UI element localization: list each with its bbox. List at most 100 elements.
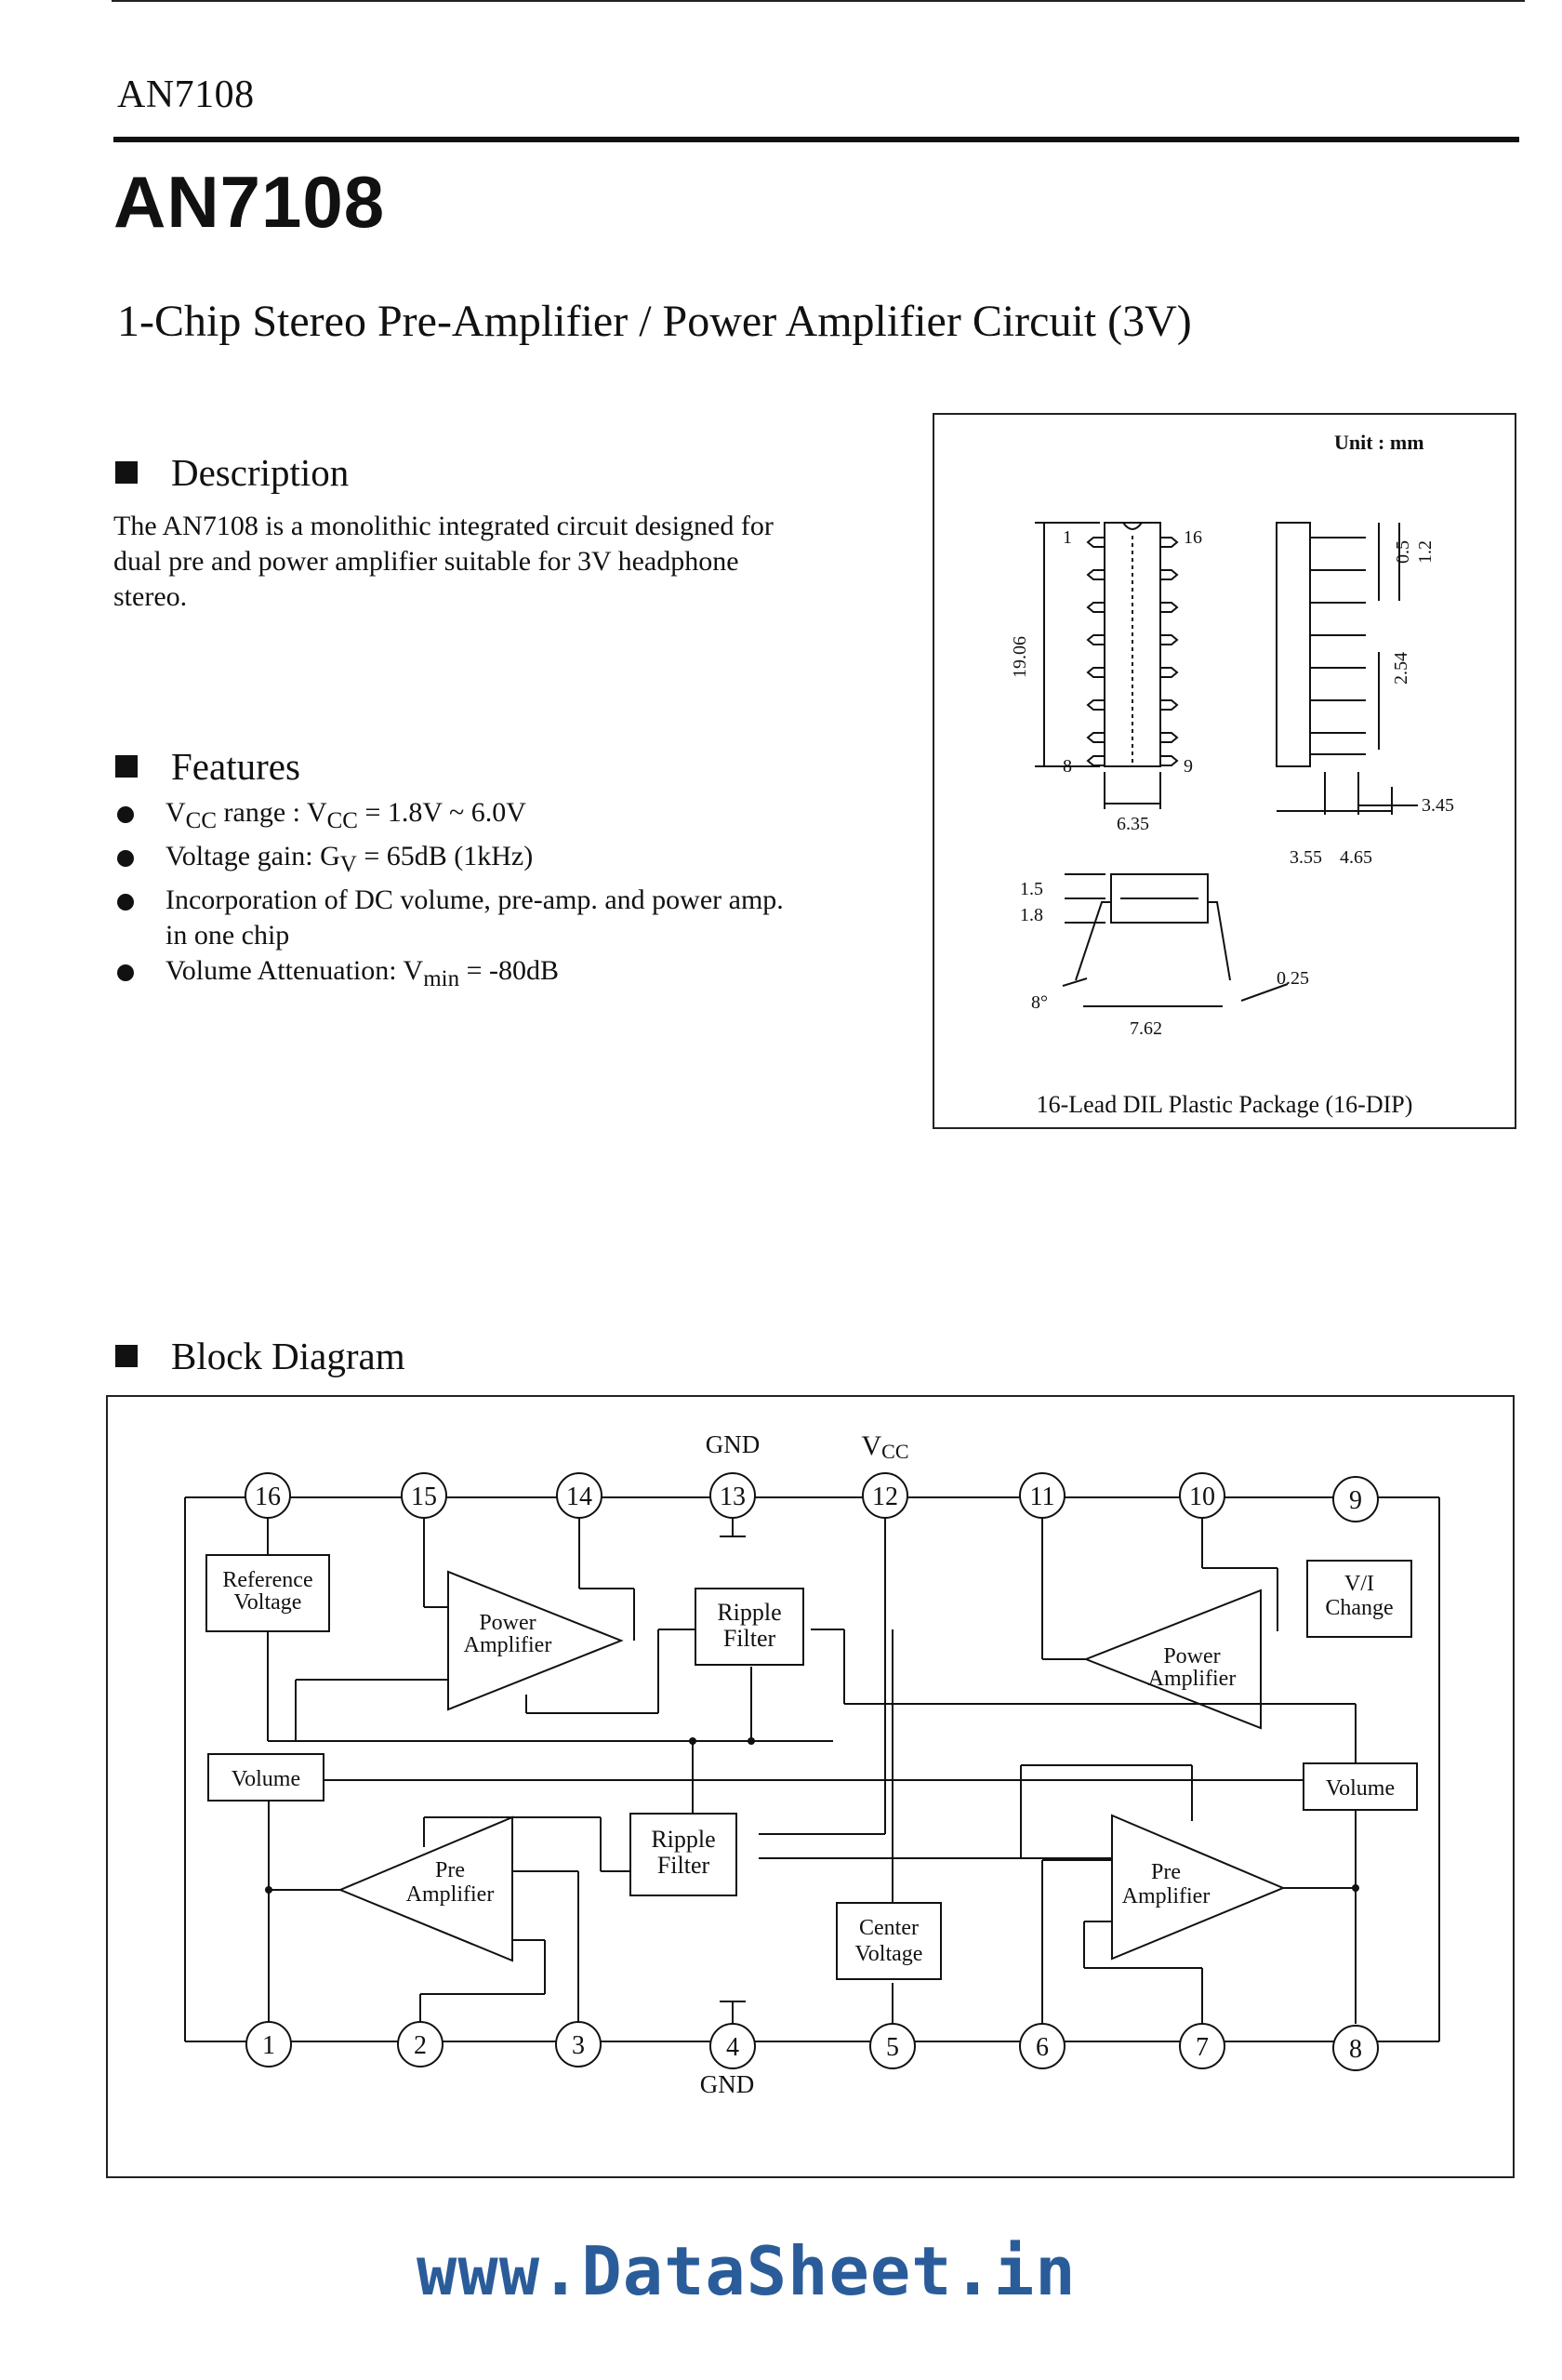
dip-front-view-body [1110,873,1209,924]
pin-circle [555,2021,602,2068]
block-label: Power [479,1611,536,1635]
dim-length: 19.06 [1010,636,1030,678]
feature-item-continued: in one chip [165,920,290,951]
running-header: AN7108 [117,73,255,116]
pin-circle [1332,1476,1379,1522]
dim-1-2: 1.2 [1415,540,1436,564]
pin-circle [709,1472,756,1519]
pin-circle [1332,2025,1379,2071]
feature-item: Voltage gain: GV = 65dB (1kHz) [113,839,876,883]
pin-label-16: 16 [1184,527,1202,548]
package-drawing: Unit : mm 1 16 8 9 19.06 6.35 0.5 1.2 2.… [1010,431,1454,1118]
pin-circle [1019,2023,1066,2069]
features-list: VCC range : VCC = 1.8V ~ 6.0V Voltage ga… [113,795,876,997]
block-label: Amplifier [464,1633,552,1657]
pin-circle [1019,1472,1066,1519]
pin-circle [869,2023,916,2069]
bullet-square-icon [115,755,138,778]
pin-number: 3 [572,2031,585,2060]
vcc-label: VCC [861,1430,908,1463]
gnd-label-bottom: GND [700,2070,755,2098]
package-unit: Unit : mm [1334,431,1424,454]
pin-number: 16 [255,1483,281,1511]
pin-circle [709,2023,756,2069]
pin-circle [397,2021,443,2068]
pin-number: 8 [1349,2035,1362,2064]
dim-2-54: 2.54 [1391,652,1411,685]
dim-angle: 8° [1031,992,1048,1013]
block-label: Voltage [855,1942,923,1966]
bullet-square-icon [115,461,138,484]
block-label: Power [1163,1644,1220,1669]
dim-4-65: 4.65 [1340,847,1372,868]
center-voltage-block [836,1902,942,1980]
pin-number: 7 [1196,2033,1209,2062]
description-line: dual pre and power amplifier suitable fo… [113,546,739,577]
dim-1-8: 1.8 [1020,905,1043,925]
block-label: Pre [1151,1860,1181,1884]
power-amp-right-shape [1083,1589,1262,1730]
watermark-link[interactable]: www.DataSheet.in [417,2232,1077,2310]
dip-notch [1122,522,1143,530]
feature-item: VCC range : VCC = 1.8V ~ 6.0V [113,795,876,839]
pin-circle [556,1472,602,1519]
block-label: Amplifier [406,1882,495,1907]
dip-side-leads [1310,537,1366,755]
dim-0-5: 0.5 [1393,540,1413,564]
top-border-line [112,0,1525,2]
volume-right-block [1303,1762,1418,1811]
pin-number: 4 [726,2033,739,2062]
pre-amp-left-shape [338,1815,513,1962]
dim-width: 6.35 [1117,814,1149,834]
block-label: Volume [1326,1776,1395,1801]
reference-voltage-block [205,1554,330,1632]
feature-item: Incorporation of DC volume, pre-amp. and… [113,883,876,918]
dip-left-leads [1086,537,1105,766]
pin-circle [1179,2023,1225,2069]
pin-circle [245,2021,292,2068]
junction-dot [748,1737,755,1745]
page-subtitle: 1-Chip Stereo Pre-Amplifier / Power Ampl… [117,297,1192,346]
pin-number: 6 [1036,2033,1049,2062]
junction-dot [1352,1884,1359,1892]
vi-change-block [1306,1560,1412,1638]
description-heading: Description [115,450,349,495]
features-heading: Features [115,744,300,789]
pin-number: 11 [1030,1483,1055,1511]
pin-number: 12 [872,1483,898,1511]
bullet-dot-icon [117,894,134,911]
dip-right-leads [1160,537,1179,766]
bullet-dot-icon [117,806,134,823]
block-label: Ripple [717,1599,781,1626]
description-line: The AN7108 is a monolithic integrated ci… [113,511,774,541]
block-label: Pre [435,1858,465,1882]
block-label: Filter [723,1625,776,1652]
package-caption: 16-Lead DIL Plastic Package (16-DIP) [1037,1091,1413,1118]
dim-3-45: 3.45 [1422,795,1454,816]
junction-dot [265,1886,272,1894]
pin-number: 15 [411,1483,437,1511]
dip-side-view-body [1276,522,1311,767]
description-line: stereo. [113,581,188,612]
block-label: Reference [222,1568,312,1592]
block-label: Amplifier [1148,1667,1237,1691]
dim-1-5: 1.5 [1020,879,1043,899]
dim-0-25: 0.25 [1277,968,1309,989]
front-lead-left [1075,901,1111,981]
gnd-label-top: GND [706,1430,761,1458]
pre-amp-right-shape [1111,1814,1286,1961]
power-amp-left-shape [447,1570,624,1711]
pin-number: 14 [566,1483,592,1511]
block-diagram: 16 15 14 13 12 11 10 9 1 2 3 4 5 6 7 8 G… [184,1430,1440,2098]
feature-item: Volume Attenuation: Vmin = -80dB [113,953,876,997]
pin-number: 9 [1349,1486,1362,1515]
description-text: The AN7108 is a monolithic integrated ci… [113,509,857,615]
ripple-filter-top-block [695,1588,804,1666]
bullet-square-icon [115,1345,138,1367]
pin-circle [245,1472,291,1519]
pin-number: 1 [262,2031,275,2060]
pin-circle [1179,1472,1225,1519]
pin-number: 2 [414,2031,427,2060]
block-diagram-heading: Block Diagram [115,1334,405,1378]
header-rule [113,137,1519,142]
